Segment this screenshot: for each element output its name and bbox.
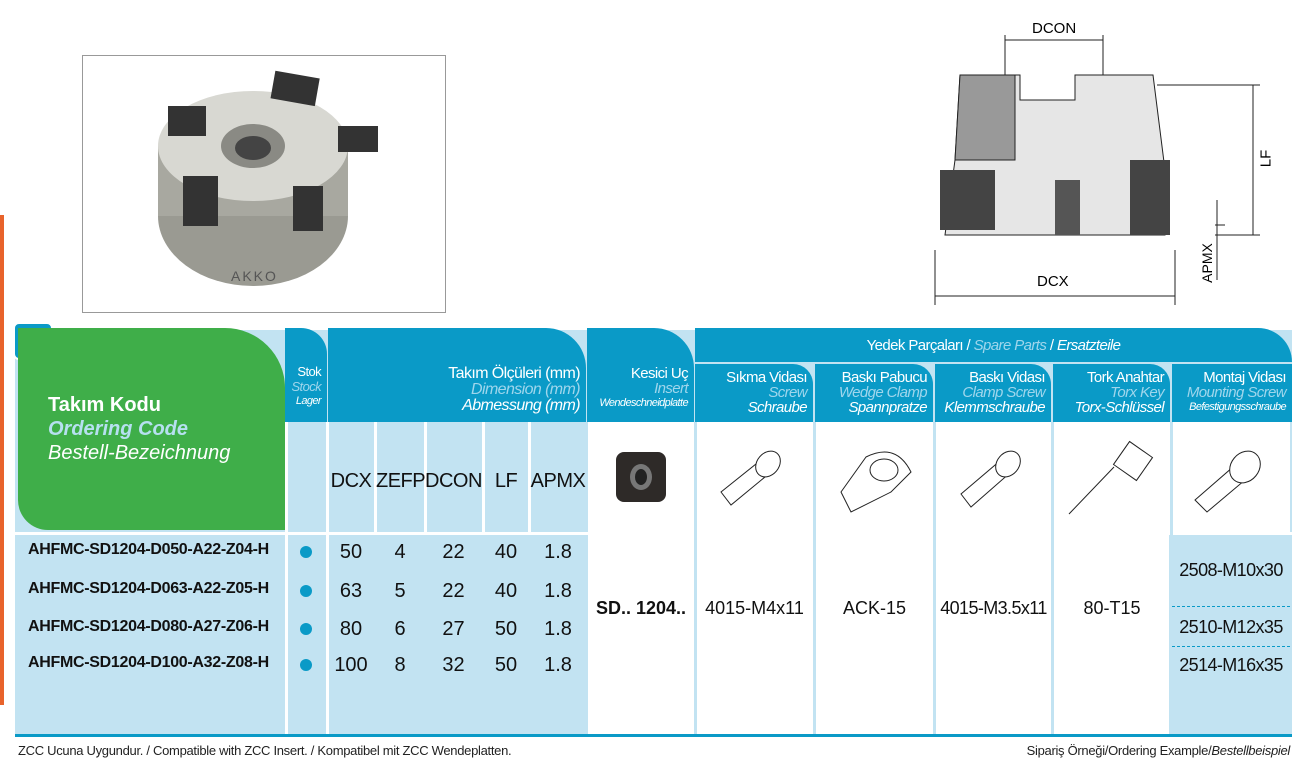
mounting-screw-image xyxy=(1173,422,1290,532)
apmx-value: 1.8 xyxy=(544,654,572,676)
footer-ordering-example: Sipariş Örneği/Ordering Example/Bestellb… xyxy=(1026,743,1291,758)
technical-diagram: DCON LF APMX DCX xyxy=(925,10,1285,310)
divider xyxy=(1170,422,1173,734)
dcon-label: DCON xyxy=(1032,20,1077,37)
apmx-value: 1.8 xyxy=(544,618,572,640)
insert-image xyxy=(616,452,666,502)
clamp-screw-value: 4015-M3.5x11 xyxy=(940,598,1047,618)
col-zefp: ZEFP xyxy=(376,470,426,492)
screw-image xyxy=(696,422,813,532)
mounting-screw-icon xyxy=(1194,450,1261,513)
dcon-value: 22 xyxy=(442,580,465,602)
dcon-value: 27 xyxy=(442,618,465,640)
dcon-value: 32 xyxy=(442,654,465,676)
lf-value: 50 xyxy=(494,654,518,676)
stock-indicator xyxy=(300,585,312,597)
dcx-label: DCX xyxy=(1037,273,1069,290)
ordering-code: AHFMC-SD1204-D063-A22-Z05-H xyxy=(28,580,269,597)
logo-text: AKKO xyxy=(231,268,278,284)
stock-indicator xyxy=(300,546,312,558)
screw-value: 4015-M4x11 xyxy=(705,598,804,618)
milling-cutter-image xyxy=(158,70,378,286)
divider xyxy=(424,422,427,532)
clamp-screw-image xyxy=(936,422,1051,532)
mounting-screw-value: 2514-M16x35 xyxy=(1179,655,1283,675)
torx-key-image xyxy=(1054,422,1170,532)
code-en: Ordering Code xyxy=(48,418,189,440)
clamp-screw-icon xyxy=(960,450,1021,508)
apmx-label: APMX xyxy=(1198,243,1215,283)
lf-value: 40 xyxy=(494,580,518,602)
ordering-code: AHFMC-SD1204-D100-A32-Z08-H xyxy=(28,654,269,671)
zefp-value: 8 xyxy=(394,654,406,676)
col-dcon: DCON xyxy=(425,470,482,492)
ordering-example-text: Sipariş Örneği/Ordering Example/ xyxy=(1026,743,1212,758)
dimensions-header: Takım Ölçüleri (mm)Dimension (mm)Abmessu… xyxy=(328,328,586,422)
divider xyxy=(1172,606,1290,607)
screw-icon xyxy=(720,450,781,506)
code-de: Bestell-Bezeichnung xyxy=(48,442,231,464)
zefp-value: 6 xyxy=(394,618,406,640)
dcx-value: 80 xyxy=(339,618,363,640)
stock-indicator xyxy=(300,623,312,635)
wedge-clamp-image xyxy=(816,422,933,532)
torx-key-icon xyxy=(1068,440,1154,515)
apmx-value: 1.8 xyxy=(544,580,572,602)
apmx-value: 1.8 xyxy=(544,541,572,563)
wedge-clamp-icon xyxy=(840,451,912,513)
zefp-value: 4 xyxy=(394,541,406,563)
divider xyxy=(482,422,485,532)
lf-value: 40 xyxy=(494,541,518,563)
col-dcx: DCX xyxy=(330,470,372,492)
dcon-value: 22 xyxy=(442,541,465,563)
product-photo: AKKO xyxy=(82,55,446,313)
lf-value: 50 xyxy=(494,618,518,640)
dcx-value: 50 xyxy=(339,541,363,563)
lf-label: LF xyxy=(1257,149,1275,168)
ordering-code: AHFMC-SD1204-D080-A27-Z06-H xyxy=(28,618,269,635)
spare-parts-header: Yedek Parçaları / Spare Parts / Ersatzte… xyxy=(695,328,1292,362)
divider xyxy=(694,422,697,734)
dcx-value: 63 xyxy=(339,580,363,602)
ordering-code: AHFMC-SD1204-D050-A22-Z04-H xyxy=(28,541,269,558)
dcx-value: 100 xyxy=(334,654,368,676)
side-tab xyxy=(0,215,4,705)
divider xyxy=(813,422,816,734)
divider xyxy=(285,422,288,734)
divider xyxy=(15,532,1292,535)
mounting-screw-value: 2510-M12x35 xyxy=(1179,617,1283,637)
code-tr: Takım Kodu xyxy=(48,394,161,416)
footer-compatibility-note: ZCC Ucuna Uygundur. / Compatible with ZC… xyxy=(18,743,512,758)
col-apmx: APMX xyxy=(530,470,586,492)
mounting-screw-value: 2508-M10x30 xyxy=(1179,560,1283,580)
shared-parts-area xyxy=(588,535,1169,734)
divider xyxy=(528,422,531,532)
cutter-drawing xyxy=(934,35,1260,305)
col-lf: LF xyxy=(494,470,518,492)
divider xyxy=(326,422,329,734)
insert-value: SD.. 1204.. xyxy=(595,598,687,618)
insert-image-cell xyxy=(588,422,694,532)
divider xyxy=(933,422,936,734)
bottom-rule xyxy=(15,734,1292,737)
divider xyxy=(374,422,377,532)
divider xyxy=(1051,422,1054,734)
ordering-code-header: Takım Kodu Ordering Code Bestell-Bezeich… xyxy=(18,328,285,530)
zefp-value: 5 xyxy=(394,580,406,602)
clamp-value: ACK-15 xyxy=(842,598,907,618)
stock-indicator xyxy=(300,659,312,671)
torx-key-value: 80-T15 xyxy=(1083,598,1141,618)
ordering-example-de: Bestellbeispiel xyxy=(1211,743,1290,758)
divider xyxy=(1172,646,1290,647)
